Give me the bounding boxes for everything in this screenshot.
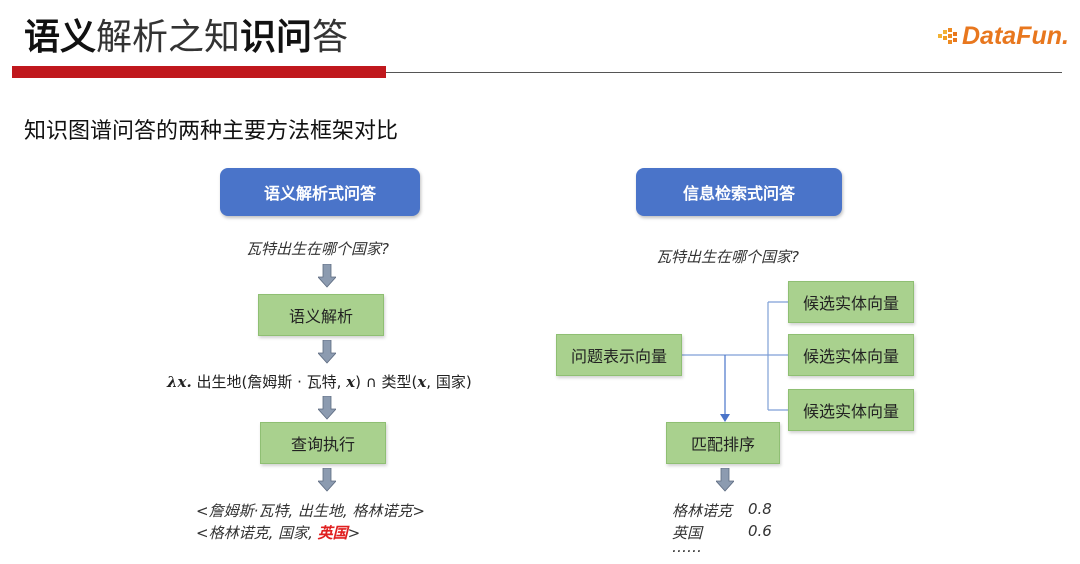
candidate-entity-box-3: 候选实体向量 bbox=[788, 389, 914, 431]
result2-prefix: <格林诺克, 国家, bbox=[196, 524, 318, 542]
match-ranking-box: 匹配排序 bbox=[666, 422, 780, 464]
title-accent-bar bbox=[12, 66, 386, 78]
result2-suffix: > bbox=[347, 524, 361, 542]
formula-part-2: ) ∩ 类型( bbox=[355, 373, 418, 391]
down-arrow-icon bbox=[318, 340, 336, 364]
logo-text: DataFun. bbox=[962, 22, 1069, 50]
title-part-4: 答 bbox=[312, 17, 349, 58]
datafun-logo: DataFun. bbox=[938, 22, 1069, 52]
formula-var-1: x bbox=[346, 373, 356, 391]
down-arrow-icon bbox=[716, 468, 734, 492]
left-question: 瓦特出生在哪个国家? bbox=[246, 240, 389, 258]
question-vector-box: 问题表示向量 bbox=[556, 334, 682, 376]
formula-part-3: , 国家) bbox=[426, 373, 472, 391]
ranking-entity-2: 英国 bbox=[672, 524, 703, 542]
result-triple-2: <格林诺克, 国家, 英国> bbox=[196, 522, 360, 543]
formula-part-1: 出生地(詹姆斯 · 瓦特, bbox=[191, 373, 347, 391]
slide-subtitle: 知识图谱问答的两种主要方法框架对比 bbox=[24, 119, 399, 144]
answer-highlight: 英国 bbox=[317, 524, 348, 542]
semantic-parsing-qa-header: 语义解析式问答 bbox=[220, 168, 420, 216]
candidate-entity-box-1: 候选实体向量 bbox=[788, 281, 914, 323]
down-arrow-icon bbox=[318, 396, 336, 420]
formula-var-2: x bbox=[417, 373, 427, 391]
ranking-entity-1: 格林诺克 bbox=[672, 502, 733, 520]
logical-form: λx. 出生地(詹姆斯 · 瓦特, x) ∩ 类型(x, 国家) bbox=[167, 371, 472, 392]
title-part-2: 解析之知 bbox=[96, 17, 241, 58]
logo-dots-icon bbox=[938, 28, 957, 44]
query-execution-box: 查询执行 bbox=[260, 422, 386, 464]
down-arrow-icon bbox=[318, 468, 336, 492]
semantic-parsing-box: 语义解析 bbox=[258, 294, 384, 336]
title-part-1: 语义 bbox=[24, 17, 97, 58]
ranking-score-2: 0.6 bbox=[748, 522, 772, 540]
candidate-entity-box-2: 候选实体向量 bbox=[788, 334, 914, 376]
title-part-3: 识问 bbox=[240, 17, 313, 58]
down-arrow-icon bbox=[318, 264, 336, 288]
retrieval-qa-header: 信息检索式问答 bbox=[636, 168, 842, 216]
ranking-ellipsis: …… bbox=[672, 538, 702, 556]
result-triple-1: <詹姆斯·瓦特, 出生地, 格林诺克> bbox=[196, 502, 425, 520]
ranking-score-1: 0.8 bbox=[748, 500, 772, 518]
page-title: 语义解析之知识问答 bbox=[24, 8, 348, 60]
formula-lambda: λx. bbox=[167, 373, 192, 391]
right-question: 瓦特出生在哪个国家? bbox=[656, 248, 799, 266]
title-divider-line bbox=[386, 72, 1062, 73]
